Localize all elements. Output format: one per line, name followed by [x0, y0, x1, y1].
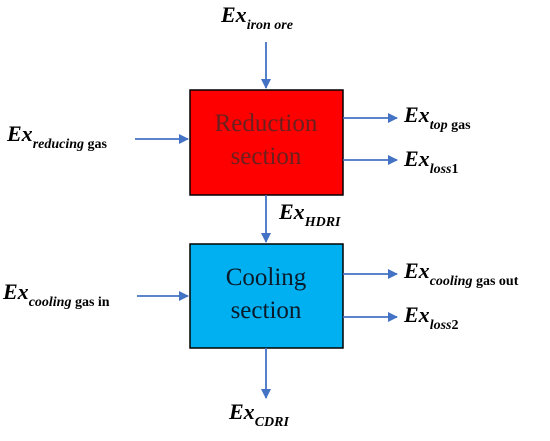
cooling-section-label-line2: section — [231, 297, 302, 324]
label-iron-ore: Exiron ore — [220, 2, 293, 33]
cooling-section-box — [189, 243, 344, 349]
reduction-section-label-line2: section — [231, 143, 302, 170]
label-cooling-gas-in: Excooling gas in — [2, 279, 110, 310]
label-top-gas: Extop gas — [403, 102, 471, 133]
label-loss2: Exloss2 — [403, 302, 458, 333]
label-cdri: ExCDRI — [228, 399, 289, 430]
reduction-section-box — [189, 89, 344, 196]
cooling-section-label-line1: Cooling — [226, 264, 307, 291]
reduction-section-label-line1: Reduction — [215, 110, 318, 137]
label-loss1: Exloss1 — [403, 146, 458, 177]
label-cooling-gas-out: Excooling gas out — [403, 258, 519, 289]
label-reducing-gas: Exreducing gas — [6, 121, 108, 152]
label-hdri: ExHDRI — [278, 199, 341, 230]
